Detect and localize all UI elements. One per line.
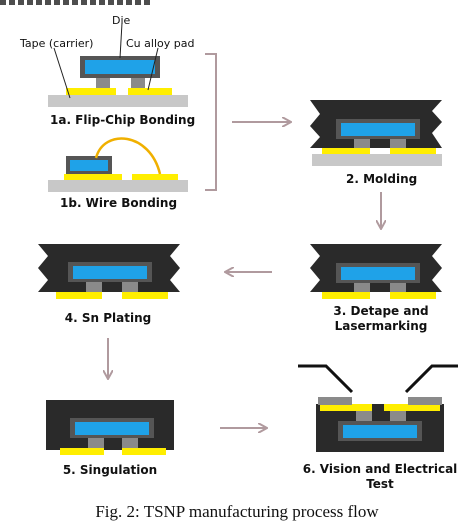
- cu-pad-left: [60, 448, 104, 455]
- bump-left: [354, 139, 370, 148]
- step-3-detape: 3. Detape and Lasermarking: [310, 244, 442, 333]
- step-1b-label: 1b. Wire Bonding: [60, 196, 177, 210]
- die: [75, 422, 149, 435]
- bump-right: [122, 282, 138, 292]
- die: [341, 123, 415, 136]
- pad-callout: Cu alloy pad: [126, 37, 194, 50]
- step-2-molding: 2. Molding: [310, 100, 442, 186]
- cu-pad-left: [64, 174, 122, 180]
- step-1b-wire-bonding: 1b. Wire Bonding: [48, 137, 188, 210]
- cu-pad-left: [322, 292, 370, 299]
- die: [341, 267, 415, 280]
- probe-contact-left: [318, 397, 352, 405]
- step-5-singulation: 5. Singulation: [46, 400, 174, 477]
- step-2-label: 2. Molding: [346, 172, 417, 186]
- cu-pad-right: [128, 88, 172, 95]
- step-6-label-line1: 6. Vision and Electrical: [303, 462, 458, 476]
- step-3-label-line1: 3. Detape and: [333, 304, 428, 318]
- cu-pad-left: [322, 148, 370, 154]
- cu-pad-left: [320, 404, 372, 411]
- step-1a-flip-chip: Die Tape (carrier) Cu alloy pad 1a. Flip…: [19, 14, 195, 127]
- bump-left: [96, 78, 110, 88]
- tape-carrier: [312, 154, 442, 166]
- step-1a-label: 1a. Flip-Chip Bonding: [50, 113, 195, 127]
- tape-carrier: [48, 180, 188, 192]
- step-6-test: 6. Vision and Electrical Test: [298, 364, 458, 491]
- die: [73, 266, 147, 279]
- bump-left: [86, 282, 102, 292]
- step-4-sn-plating: 4. Sn Plating: [38, 244, 180, 325]
- step-6-label-line2: Test: [366, 477, 394, 491]
- die-callout: Die: [112, 14, 131, 27]
- pad-leader: [147, 47, 159, 91]
- tape-carrier: [48, 95, 188, 107]
- merge-bracket: [205, 53, 217, 191]
- cu-pad-right: [132, 174, 178, 180]
- cropped-header-text: [0, 0, 150, 5]
- cu-pad-right: [122, 292, 168, 299]
- bump-right: [131, 78, 145, 88]
- cu-pad-left: [56, 292, 102, 299]
- tape-leader: [53, 47, 71, 99]
- probe-contact-right: [408, 397, 442, 405]
- cu-pad-right: [390, 292, 436, 299]
- die: [70, 160, 108, 171]
- step-4-label: 4. Sn Plating: [65, 311, 151, 325]
- die: [85, 60, 155, 74]
- bond-wire: [94, 137, 162, 175]
- bump-right: [390, 411, 406, 421]
- cu-pad-right: [384, 404, 440, 411]
- bump-left: [356, 411, 372, 421]
- bump-left: [354, 283, 370, 292]
- step-3-label-line2: Lasermarking: [335, 319, 428, 333]
- bump-right: [390, 139, 406, 148]
- probe-arm-left: [298, 364, 354, 394]
- cu-pad-right: [122, 448, 166, 455]
- tape-callout: Tape (carrier): [19, 37, 93, 50]
- die: [343, 425, 417, 438]
- cu-pad-right: [390, 148, 436, 154]
- bump-right: [390, 283, 406, 292]
- cu-pad-left: [66, 88, 116, 95]
- step-5-label: 5. Singulation: [63, 463, 157, 477]
- probe-arm-right: [404, 364, 458, 394]
- die-leader: [119, 22, 123, 59]
- bump-left: [88, 438, 104, 448]
- figure-caption: Fig. 2: TSNP manufacturing process flow: [95, 502, 379, 521]
- bump-right: [122, 438, 138, 448]
